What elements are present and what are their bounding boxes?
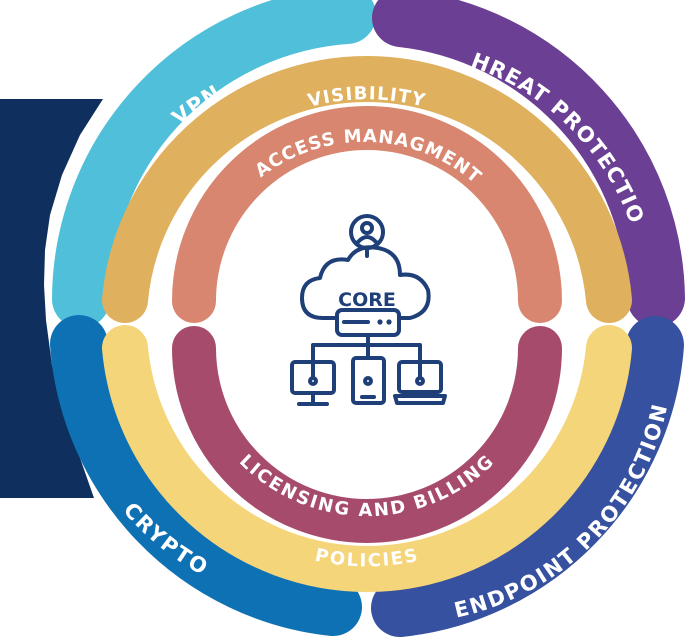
- ring-segment-threat-protection: [372, 0, 685, 327]
- tablet-icon: [351, 356, 386, 405]
- cloud-network-icon: CORE: [290, 214, 447, 406]
- core-label: CORE: [338, 289, 396, 311]
- laptop-icon: [393, 360, 447, 405]
- monitor-icon: [290, 360, 336, 406]
- ring-segment-visibility: [102, 56, 632, 323]
- ring-segment-licensing-and-billing: [172, 326, 562, 543]
- ring-segment-endpoint-protection: [371, 316, 684, 637]
- ring-segment-policies: [102, 325, 632, 592]
- user-icon: [349, 214, 385, 250]
- background-panel: [0, 99, 103, 498]
- network-lines: [308, 333, 425, 386]
- ring-segment-vpn: [52, 0, 376, 328]
- ring-segment-crypto: [50, 315, 362, 636]
- ring-segment-access-managment: [172, 106, 562, 323]
